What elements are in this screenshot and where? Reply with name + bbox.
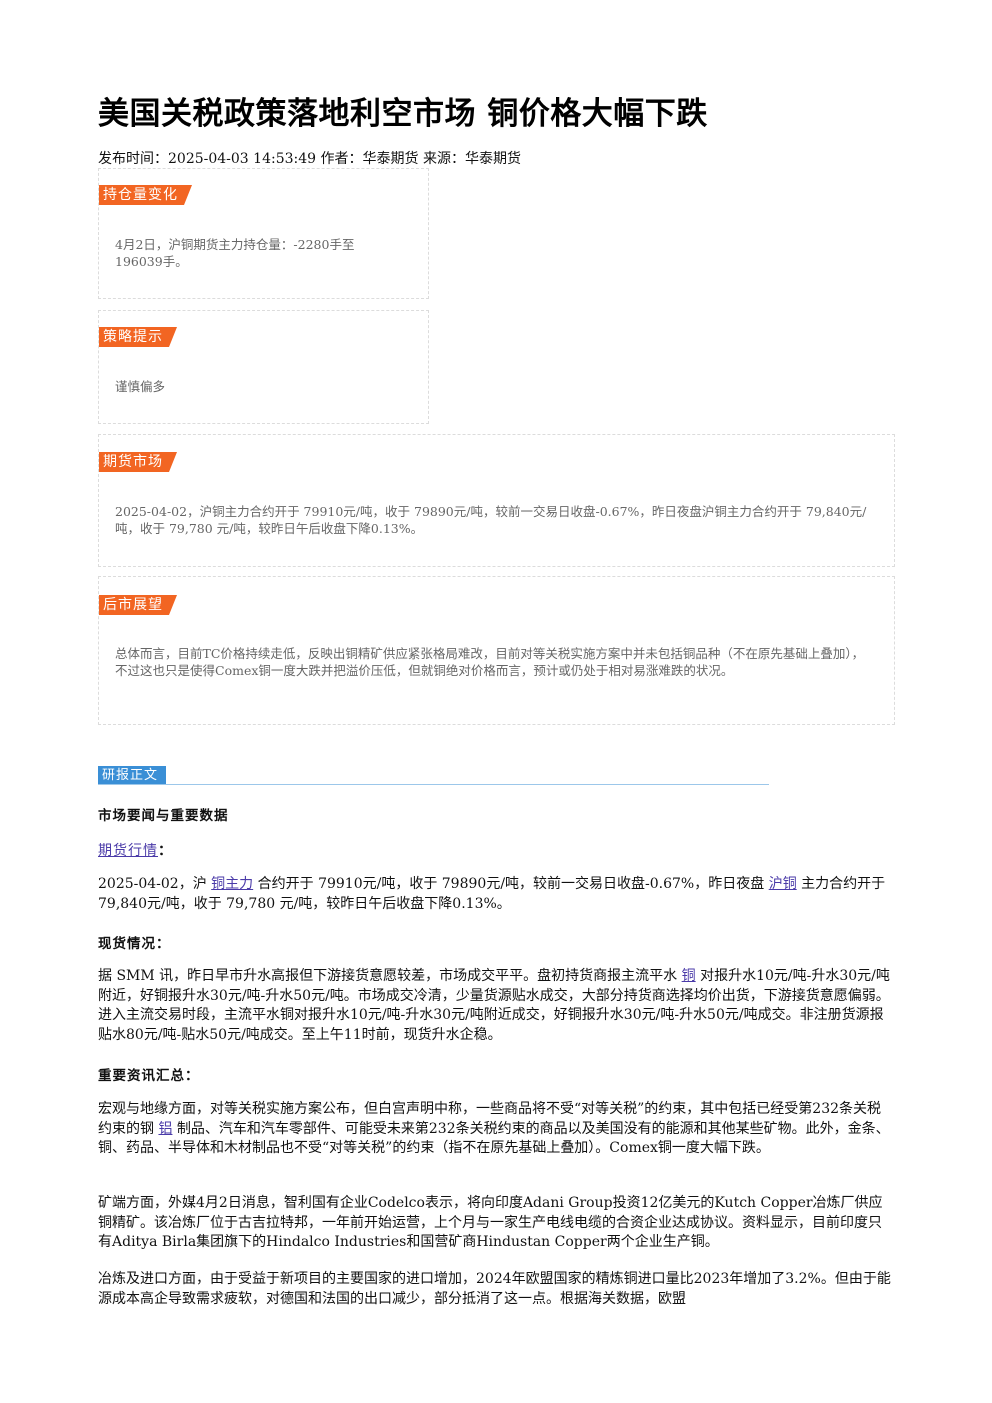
news-paragraph-mining: 矿端方面，外媒4月2日消息，智利国有企业Codelco表示，将向印度Adani …: [98, 1195, 883, 1250]
macro-text-1: 宏观与地缘方面，对等关税实施方案公布，但白宫声明中称，一些商品将不受“对等关税”…: [98, 1101, 882, 1137]
futures-market-box: 期货市场 2025-04-02，沪铜主力合约开于 79910元/吨，收于 798…: [98, 434, 895, 567]
position-change-tag: 持仓量变化: [99, 185, 192, 205]
futures-paragraph-text-3: 主力合约开于 79,840元/吨，收于 79,780 元/吨，较昨日午后收盘下降…: [98, 876, 886, 912]
futures-quote-heading: 期货行情：: [98, 840, 173, 860]
futures-quote-paragraph: 2025-04-02，沪 铜主力 合约开于 79910元/吨，收于 79890元…: [98, 875, 894, 914]
copper-main-link[interactable]: 铜主力: [211, 876, 254, 892]
strategy-tag: 策略提示: [99, 327, 177, 347]
futures-paragraph-text-2: 合约开于 79910元/吨，收于 79890元/吨，较前一交易日收盘-0.67%…: [257, 876, 765, 892]
article-title: 美国关税政策落地利空市场 铜价格大幅下跌: [98, 96, 708, 132]
report-section-tag: 研报正文: [98, 766, 167, 785]
spot-paragraph-text-2: 对报升水10元/吨-升水30元/吨附近，好铜报升水30元/吨-升水50元/吨。市…: [98, 968, 890, 1043]
futures-market-text: 2025-04-02，沪铜主力合约开于 79910元/吨，收于 79890元/吨…: [115, 504, 867, 536]
aluminum-link[interactable]: 铝: [158, 1120, 173, 1137]
spot-paragraph: 据 SMM 讯，昨日早市升水高报但下游接货意愿较差，市场成交平平。盘初持货商报主…: [98, 967, 894, 1045]
copper-link[interactable]: 铜: [681, 968, 696, 984]
strategy-box: 策略提示 谨慎偏多: [98, 310, 429, 424]
news-paragraph-macro: 宏观与地缘方面，对等关税实施方案公布，但白宫声明中称，一些商品将不受“对等关税”…: [98, 1100, 894, 1159]
futures-paragraph-text-1: 2025-04-02，沪: [98, 876, 207, 892]
outlook-text: 总体而言，目前TC价格持续走低，反映出铜精矿供应紧张格局难改，目前对等关税实施方…: [115, 646, 865, 678]
spot-paragraph-text-1: 据 SMM 讯，昨日早市升水高报但下游接货意愿较差，市场成交平平。盘初持货商报主…: [98, 968, 678, 984]
market-news-heading: 市场要闻与重要数据: [98, 808, 229, 824]
position-change-box: 持仓量变化 4月2日，沪铜期货主力持仓量：-2280手至196039手。: [98, 168, 429, 299]
report-section-divider: [98, 784, 769, 785]
futures-quote-link[interactable]: 期货行情: [98, 843, 158, 859]
outlook-box: 后市展望 总体而言，目前TC价格持续走低，反映出铜精矿供应紧张格局难改，目前对等…: [98, 576, 895, 725]
macro-text-2: 制品、汽车和汽车零部件、可能受未来第232条关税约束的商品以及美国没有的能源和其…: [98, 1120, 890, 1157]
futures-quote-colon: ：: [158, 843, 173, 859]
news-summary-heading: 重要资讯汇总：: [98, 1068, 200, 1084]
article-meta: 发布时间：2025-04-03 14:53:49 作者：华泰期货 来源：华泰期货: [98, 151, 521, 167]
shanghai-copper-link[interactable]: 沪铜: [768, 876, 797, 892]
outlook-tag: 后市展望: [99, 595, 177, 615]
news-paragraph-smelting: 冶炼及进口方面，由于受益于新项目的主要国家的进口增加，2024年欧盟国家的精炼铜…: [98, 1271, 891, 1307]
spot-heading: 现货情况：: [98, 936, 171, 952]
strategy-text: 谨慎偏多: [115, 379, 166, 394]
futures-market-tag: 期货市场: [99, 452, 177, 472]
position-change-text: 4月2日，沪铜期货主力持仓量：-2280手至196039手。: [115, 237, 355, 269]
